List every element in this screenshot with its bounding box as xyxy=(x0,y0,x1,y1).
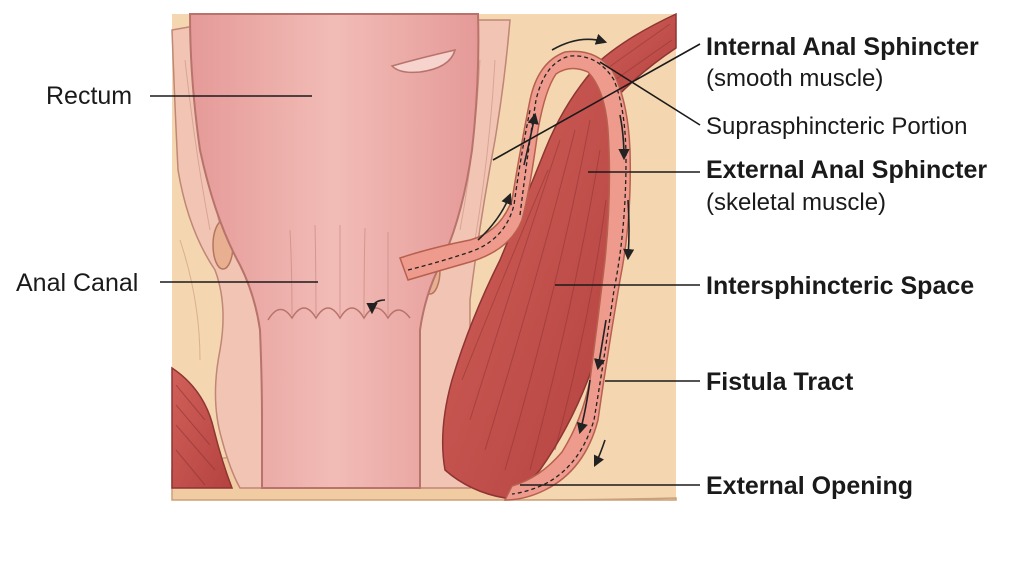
label-external-sphincter: External Anal Sphincter xyxy=(706,156,987,184)
dentate-line xyxy=(267,307,411,321)
label-anal-canal: Anal Canal xyxy=(16,269,138,297)
label-internal-sphincter-sub: (smooth muscle) xyxy=(706,65,883,92)
label-rectum: Rectum xyxy=(46,82,132,110)
leader-suprasphincteric xyxy=(599,61,701,126)
label-internal-sphincter: Internal Anal Sphincter xyxy=(706,33,979,61)
anal-columns xyxy=(289,224,389,316)
fistula-dashed-outer xyxy=(511,55,627,495)
label-external-opening: External Opening xyxy=(706,472,913,500)
label-external-sphincter-sub: (skeletal muscle) xyxy=(706,189,886,216)
rectal-fold xyxy=(390,48,457,74)
label-suprasphincteric: Suprasphincteric Portion xyxy=(706,113,967,140)
rectum-lumen xyxy=(188,13,480,489)
flow-arrows xyxy=(366,33,635,468)
external-sphincter-fibers xyxy=(461,119,607,471)
label-intersphincteric: Intersphincteric Space xyxy=(706,272,974,300)
left-muscle-fibers xyxy=(175,384,216,486)
label-fistula-tract: Fistula Tract xyxy=(706,368,854,396)
fistula-dashed-inner xyxy=(407,109,531,271)
leader-lines xyxy=(150,43,701,486)
leader-internal-sphincter xyxy=(492,43,701,161)
